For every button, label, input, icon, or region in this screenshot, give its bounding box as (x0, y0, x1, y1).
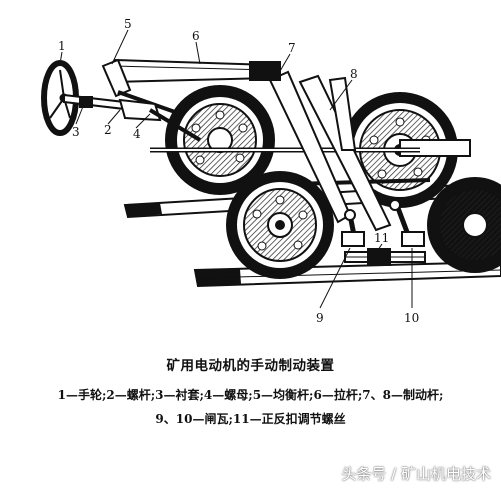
callout-7: 7 (288, 41, 296, 55)
legend-line-2: 9、10—闸瓦;11—正反扣调节螺丝 (155, 412, 346, 426)
callout-3: 3 (72, 125, 80, 139)
middle-wheel (165, 85, 275, 195)
callout-8: 8 (350, 67, 358, 81)
caption-title: 矿用电动机的手动制动装置 (166, 358, 335, 374)
pull-rod (101, 58, 281, 114)
callout-leaders (59, 29, 413, 309)
callout-11: 11 (374, 231, 389, 245)
front-wheel (226, 171, 334, 279)
callout-5: 5 (124, 17, 132, 31)
callout-2: 2 (104, 123, 112, 137)
legend-line-1: 1—手轮;2—螺杆;3—衬套;4—螺母;5—均衡杆;6—拉杆;7、8—制动杆; (57, 388, 444, 402)
callout-9: 9 (316, 311, 324, 325)
callout-1: 1 (58, 39, 66, 53)
callout-10: 10 (404, 311, 419, 325)
callout-6: 6 (192, 29, 200, 43)
frame-linkage (150, 70, 431, 241)
watermark: 头条号 / 矿山机电技术 (341, 465, 491, 483)
rear-wheel-partial (427, 177, 501, 273)
screw-rod (63, 93, 202, 142)
callout-4: 4 (133, 127, 141, 141)
brake-mechanism-illustration: 1 2 3 4 5 6 7 8 9 10 11 (41, 17, 501, 325)
